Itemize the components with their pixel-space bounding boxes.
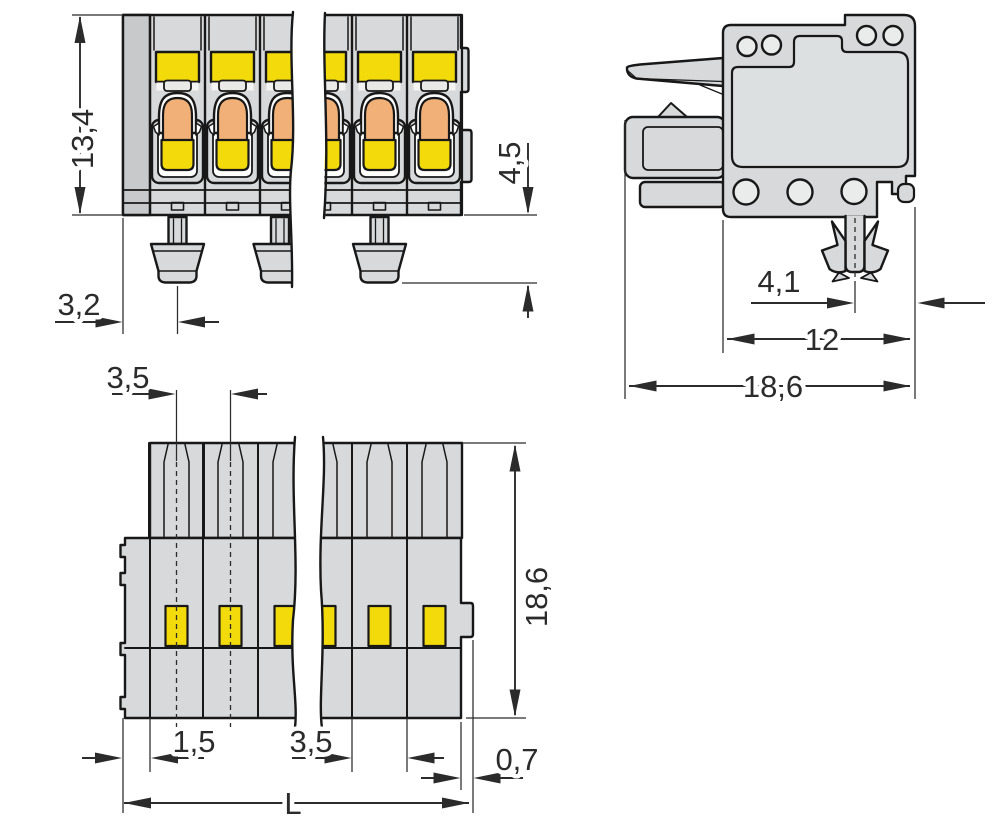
pin-shroud-left (148, 441, 301, 540)
break-edge (322, 11, 328, 220)
break-edge (288, 10, 295, 289)
dim-label-bottom-depth: 18,6 (519, 567, 554, 627)
snap-foot-barb (863, 220, 890, 274)
dim-label-front-height: 13,4 (65, 109, 100, 169)
bottom-view (119, 435, 475, 730)
dim-label-side-width: 12 (805, 322, 839, 357)
break-edge (319, 435, 326, 730)
release-lever (625, 56, 725, 88)
bottom-body-left (119, 536, 301, 720)
front-body-bands (122, 189, 462, 204)
front-view (121, 10, 473, 289)
snap-foot-barb (820, 220, 847, 274)
pole-centerlines (175, 462, 232, 727)
break-gap (290, 11, 327, 289)
test-hole (855, 24, 878, 47)
break-edge (291, 435, 297, 730)
latch-peak (657, 102, 688, 118)
side-dimensions: 4,1 12 18,6 (624, 120, 985, 409)
front-dimensions: 13,4 3,2 4,5 (53, 14, 537, 334)
side-block-window (642, 126, 724, 171)
dim-label-bottom-pitch: 3,5 (289, 724, 332, 759)
mount-hole (840, 177, 868, 206)
dim-label-bottom-end-wall: 1,5 (172, 724, 215, 759)
break-gap (292, 436, 325, 729)
test-hole (882, 24, 904, 47)
bottom-dimensions: 3,5 18,6 1,5 3,5 0,7 L (82, 356, 559, 826)
snap-in-foot (351, 215, 408, 284)
test-hole (736, 35, 758, 58)
test-hole (760, 34, 783, 56)
rail-lip (896, 182, 916, 204)
mount-hole (732, 178, 760, 206)
side-view (623, 13, 917, 313)
side-block-lower (638, 180, 727, 209)
dim-label-bottom-tab: 0,7 (495, 742, 538, 777)
dim-label-front-edge-to-foot: 3,2 (57, 287, 100, 322)
end-plate (121, 13, 152, 217)
snap-in-foot (149, 215, 206, 284)
dim-label-side-depth: 18,6 (743, 369, 803, 404)
dim-label-side-foot-to-edge: 4,1 (757, 264, 800, 299)
dim-label-front-foot-length: 4,5 (492, 141, 527, 184)
side-panel (730, 34, 910, 169)
bottom-body-right (316, 536, 475, 720)
pole-partitions (149, 537, 408, 719)
dim-label-bottom-pitch-top: 3,5 (106, 360, 149, 395)
pin-shroud-right (316, 441, 464, 540)
dim-label-bottom-length: L (284, 786, 301, 821)
mount-hole (786, 178, 814, 206)
